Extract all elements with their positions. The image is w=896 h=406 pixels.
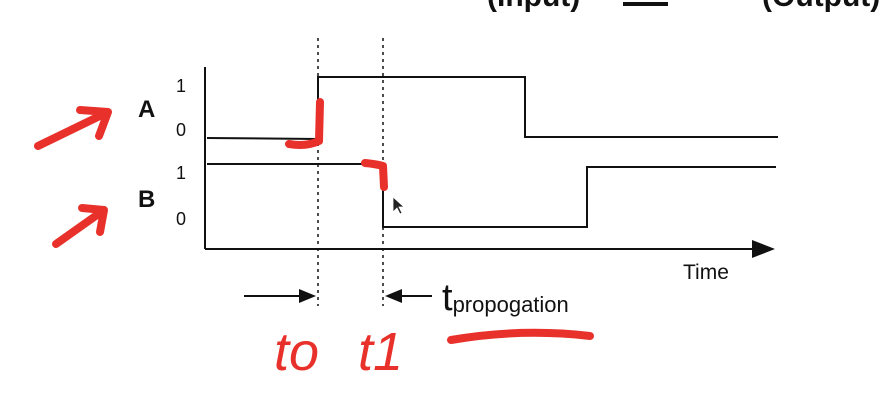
signal-b-high-label: 1 xyxy=(176,163,186,183)
propagation-main: t xyxy=(442,277,453,319)
signal-b-label: B xyxy=(138,186,155,213)
red-arrow-a-icon xyxy=(34,106,112,150)
signal-a-label: A xyxy=(138,96,155,123)
red-mark-a-edge-icon xyxy=(285,98,324,149)
header-output-label: (Output) xyxy=(762,0,880,13)
x-axis-label: Time xyxy=(683,261,729,284)
handwritten-annotations xyxy=(34,98,594,344)
header-input-label: (Input) xyxy=(487,0,580,13)
red-mark-b-edge-icon xyxy=(361,159,388,191)
signal-a-waveform xyxy=(206,76,778,141)
signal-a-high-label: 1 xyxy=(176,76,186,96)
x-axis-arrowhead xyxy=(752,240,775,258)
mouse-cursor-icon xyxy=(392,196,406,215)
delay-right-arrowhead xyxy=(385,289,402,303)
signal-b-low-label: 0 xyxy=(176,209,186,229)
signal-a-low-label: 0 xyxy=(176,120,186,140)
propagation-label: tpropogation xyxy=(442,277,569,319)
handwritten-t1: t1 xyxy=(358,322,403,382)
signal-b-waveform xyxy=(207,163,776,228)
red-underline-icon xyxy=(447,328,594,344)
red-arrow-b-icon xyxy=(52,204,108,248)
handwritten-t0: to xyxy=(274,322,319,382)
propagation-subscript: propogation xyxy=(453,292,569,317)
delay-left-arrowhead xyxy=(299,289,316,303)
